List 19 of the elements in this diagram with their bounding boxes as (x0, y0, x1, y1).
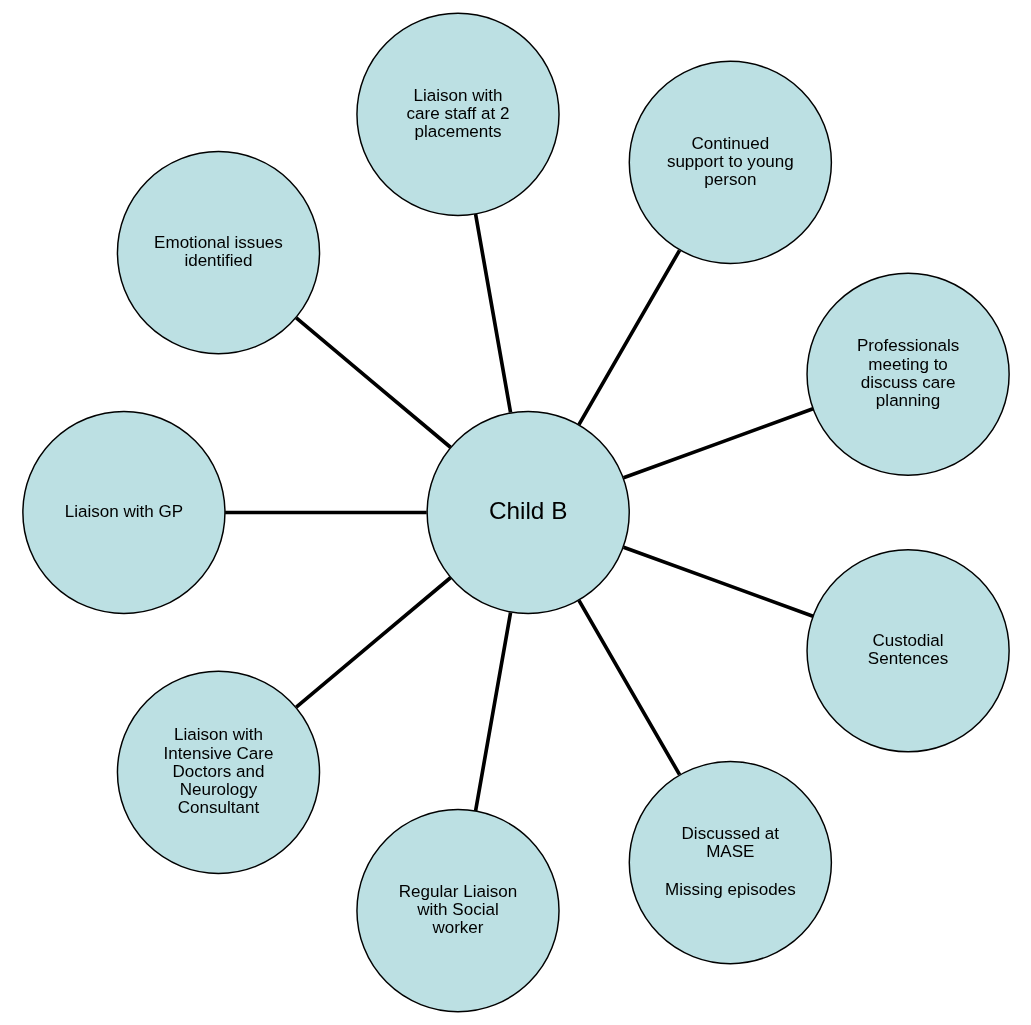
connector (294, 576, 452, 709)
connector (576, 249, 681, 426)
connector (622, 407, 814, 480)
node-circle: Discussed at MASE Missing episodes (628, 760, 832, 965)
connector (473, 213, 512, 413)
connector (576, 599, 681, 776)
node-circle: Liaison with Intensive Care Doctors and Neurology Consultant (116, 670, 320, 875)
connector (294, 316, 452, 449)
node-circle: Continued support to young person (628, 60, 832, 265)
node-circle: Emotional issues identified (116, 150, 320, 355)
node-circle: Regular Liaison with Social worker (355, 808, 560, 1013)
connector (224, 510, 427, 515)
node-circle: Child B (425, 410, 630, 615)
node-circle: Liaison with GP (21, 410, 226, 615)
node-circle: Liaison with care staff at 2 placements (355, 12, 560, 217)
node-circle: Professionals meeting to discuss care planning (805, 272, 1010, 476)
node-circle: Custodial Sentences (805, 549, 1010, 753)
connector (473, 612, 512, 812)
connector (622, 545, 814, 618)
